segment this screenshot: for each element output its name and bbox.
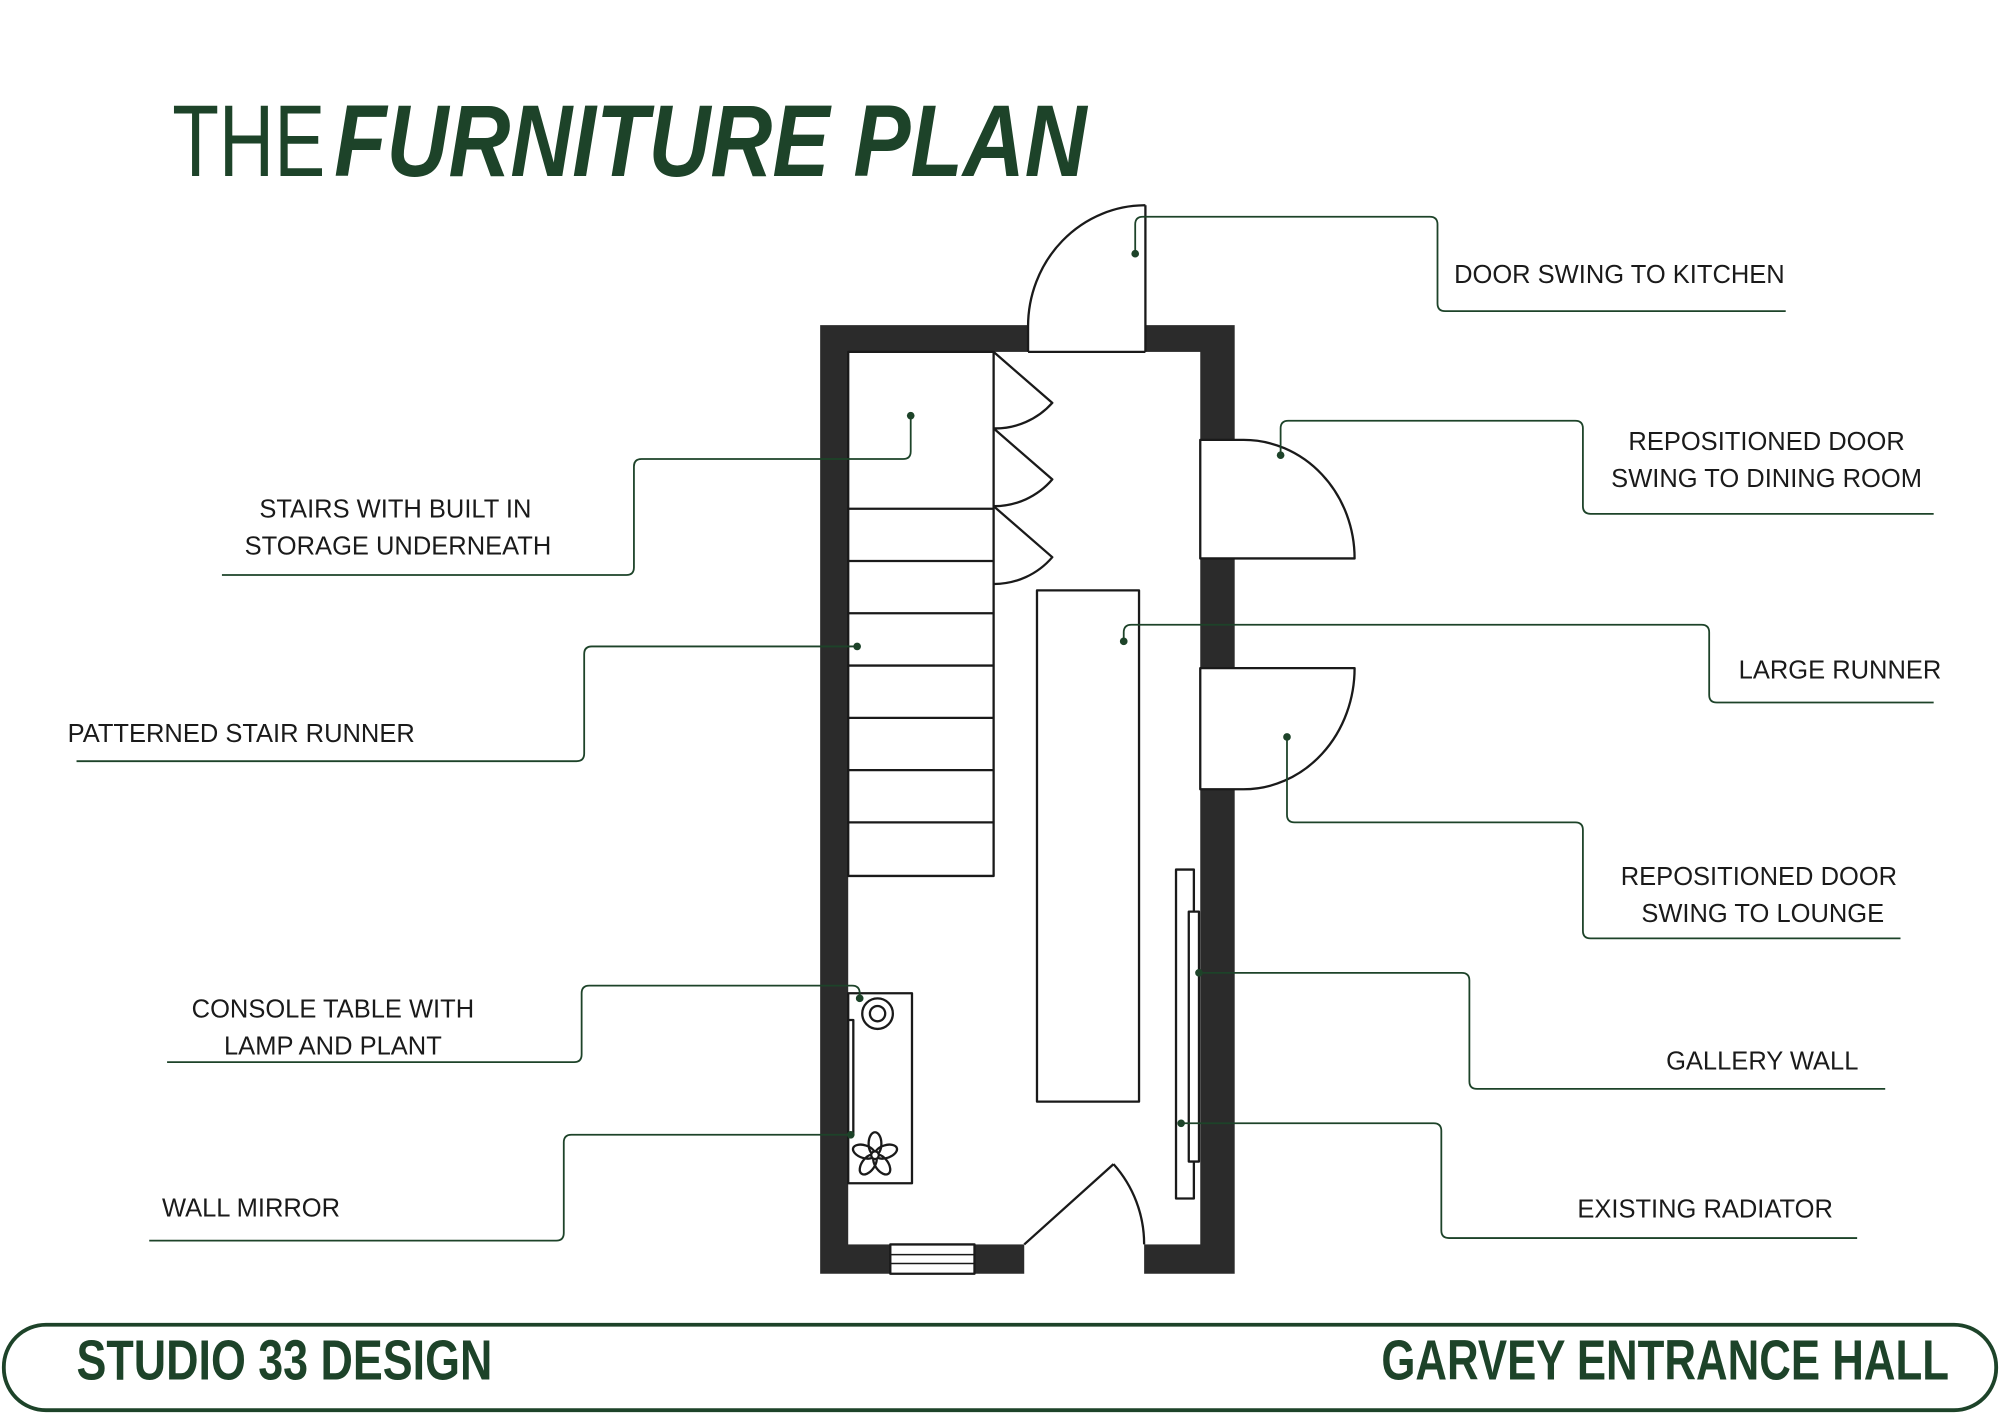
- front-window: [889, 1243, 976, 1275]
- leader-dot: [846, 1130, 855, 1139]
- front-door-opening: [1024, 1243, 1145, 1277]
- hall-floor: [848, 351, 1201, 1245]
- leader-dot: [1195, 969, 1203, 977]
- leader-gallery-wall: [1198, 971, 1886, 1090]
- storage-door: [992, 505, 1054, 586]
- label-console-line2: LAMP AND PLANT: [224, 1032, 442, 1060]
- leader-dot: [1283, 733, 1291, 741]
- label-door-dining-line2: SWING TO DINING ROOM: [1611, 465, 1922, 493]
- label-door-lounge-line2: SWING TO LOUNGE: [1641, 900, 1884, 928]
- leader-mirror: [149, 1133, 851, 1242]
- label-gallery-wall: GALLERY WALL: [1666, 1048, 1858, 1076]
- leader-dot: [1276, 451, 1285, 460]
- kitchen-door: [1026, 204, 1147, 354]
- footer-frame: [1, 1322, 1999, 1413]
- leader-dot: [1119, 637, 1128, 646]
- leader-radiator: [1181, 1122, 1858, 1239]
- storage-door: [992, 427, 1054, 508]
- leader-dot: [906, 411, 915, 420]
- leader-dot: [1131, 249, 1140, 258]
- front-door-swing-arc: [1112, 1163, 1146, 1245]
- label-console-line1: CONSOLE TABLE WITH: [192, 995, 475, 1023]
- studio-name: STUDIO 33 DESIGN: [77, 1329, 493, 1392]
- annotation-labels: DOOR SWING TO KITCHEN REPOSITIONED DOOR …: [68, 261, 1942, 1224]
- title-prefix: THE: [172, 84, 325, 198]
- leader-dot: [853, 642, 861, 651]
- lounge-door: [1199, 666, 1356, 791]
- label-radiator: EXISTING RADIATOR: [1577, 1196, 1833, 1224]
- staircase: [847, 350, 995, 878]
- leader-door-lounge: [1286, 736, 1901, 940]
- leader-dot: [1177, 1119, 1185, 1128]
- project-name: GARVEY ENTRANCE HALL: [1381, 1329, 1949, 1392]
- label-stairs-line1: STAIRS WITH BUILT IN: [259, 496, 531, 524]
- leader-dot: [855, 994, 864, 1003]
- label-door-lounge-line1: REPOSITIONED DOOR: [1621, 863, 1897, 891]
- radiator: [1187, 910, 1201, 1163]
- label-door-dining-line1: REPOSITIONED DOOR: [1628, 428, 1904, 456]
- label-stairs-line2: STORAGE UNDERNEATH: [245, 533, 552, 561]
- leader-stairs: [221, 415, 912, 576]
- label-mirror: WALL MIRROR: [162, 1194, 340, 1222]
- kitchen-door-opening: [1028, 322, 1146, 354]
- front-door-leaf: [1023, 1163, 1115, 1246]
- leader-door-kitchen: [1134, 215, 1786, 312]
- storage-doors: [992, 351, 1054, 586]
- leader-large-runner: [1122, 623, 1934, 704]
- dining-door: [1199, 438, 1356, 560]
- kitchen-door-swing-arc: [1026, 204, 1146, 352]
- plant-center: [870, 1150, 880, 1161]
- front-door: [1023, 1163, 1146, 1246]
- large-runner-rug: [1035, 589, 1141, 1103]
- lamp-shade: [861, 997, 895, 1031]
- lamp-base: [868, 1004, 887, 1023]
- annotation-leaders: [76, 215, 1934, 1242]
- floor-plan: [820, 204, 1356, 1277]
- label-stair-runner: PATTERNED STAIR RUNNER: [68, 720, 415, 748]
- label-large-runner: LARGE RUNNER: [1739, 656, 1942, 684]
- page-title: THE FURNITURE PLAN: [172, 84, 1088, 198]
- footer-bar: STUDIO 33 DESIGN GARVEY ENTRANCE HALL: [1, 1322, 1999, 1413]
- leader-console: [167, 984, 861, 1063]
- lamp-icon: [861, 997, 895, 1031]
- wall-mirror: [847, 1018, 855, 1136]
- plant-icon: [851, 1131, 899, 1176]
- title-main: FURNITURE PLAN: [334, 84, 1088, 198]
- leader-door-dining: [1279, 419, 1934, 515]
- leader-stair-runner: [76, 645, 858, 763]
- label-door-kitchen: DOOR SWING TO KITCHEN: [1454, 261, 1785, 289]
- storage-door: [992, 351, 1054, 430]
